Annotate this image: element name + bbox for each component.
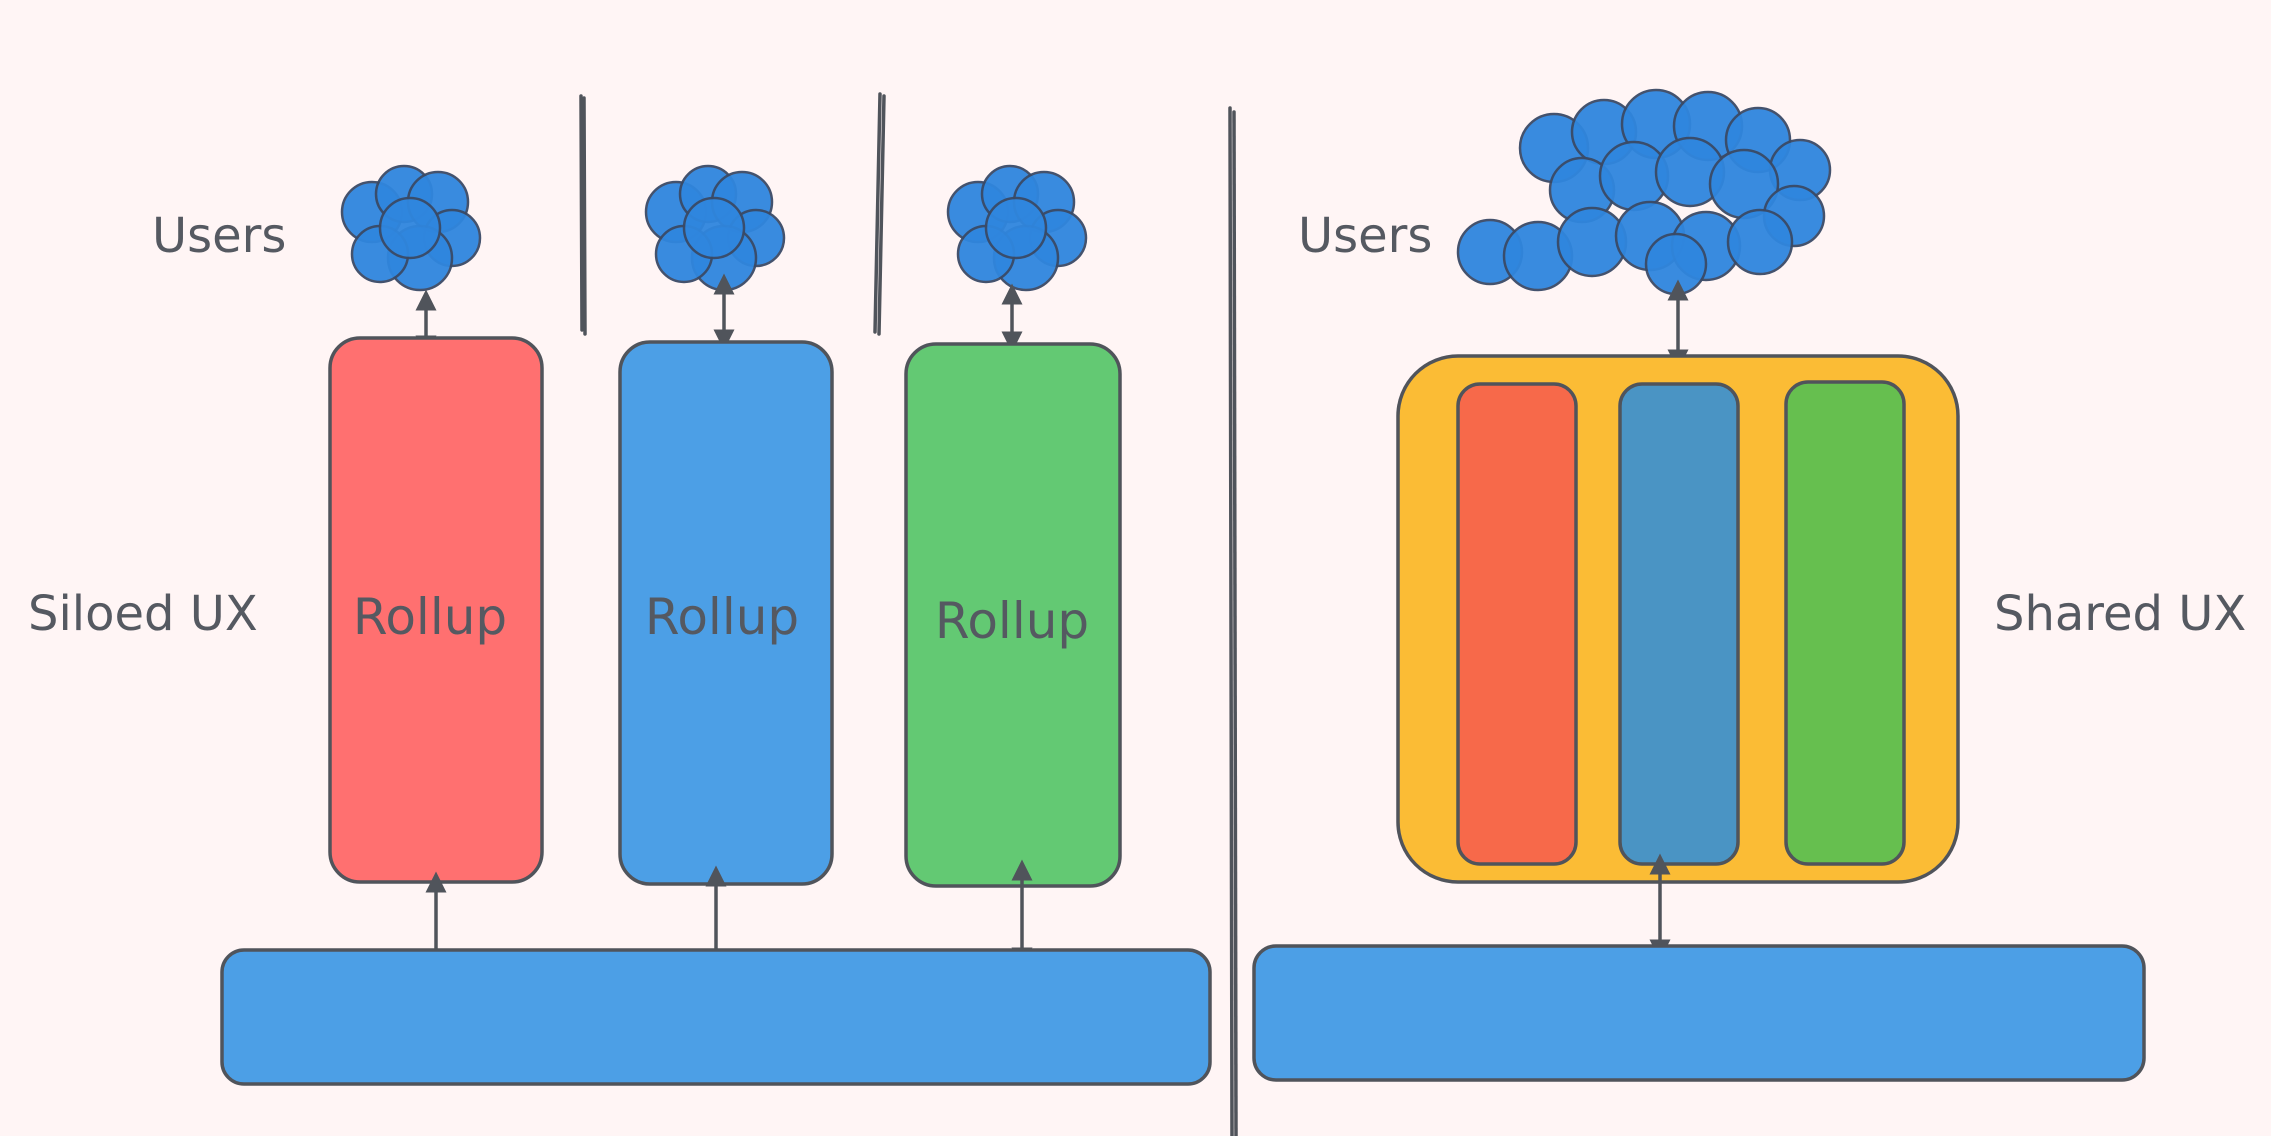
users-cloud-icon [946, 164, 1088, 292]
left-section-title: Siloed UX [28, 586, 258, 642]
rollup-label: Rollup [353, 588, 507, 646]
section-divider [1228, 106, 1238, 1136]
rollup-label: Rollup [935, 592, 1089, 650]
shared-rollup-column-3 [1784, 380, 1906, 866]
left-base-layer [220, 948, 1212, 1086]
right-section-title: Shared UX [1994, 586, 2246, 642]
rollup-block-3: Rollup [904, 342, 1122, 888]
rollup-label: Rollup [645, 588, 799, 646]
right-base-layer [1252, 944, 2146, 1082]
silo-dividers [579, 92, 886, 336]
shared-rollup-column-2 [1618, 382, 1740, 866]
right-users-label: Users [1298, 208, 1432, 264]
shared-rollup-container [1396, 354, 1960, 884]
users-cloud-icon [1456, 88, 1832, 296]
users-cloud-icon [644, 164, 786, 292]
shared-rollup-column-1 [1456, 382, 1578, 866]
rollup-block-1: Rollup [328, 336, 544, 884]
left-users-label: Users [152, 208, 286, 264]
rollup-block-2: Rollup [618, 340, 834, 886]
users-cloud-icon [340, 164, 482, 292]
